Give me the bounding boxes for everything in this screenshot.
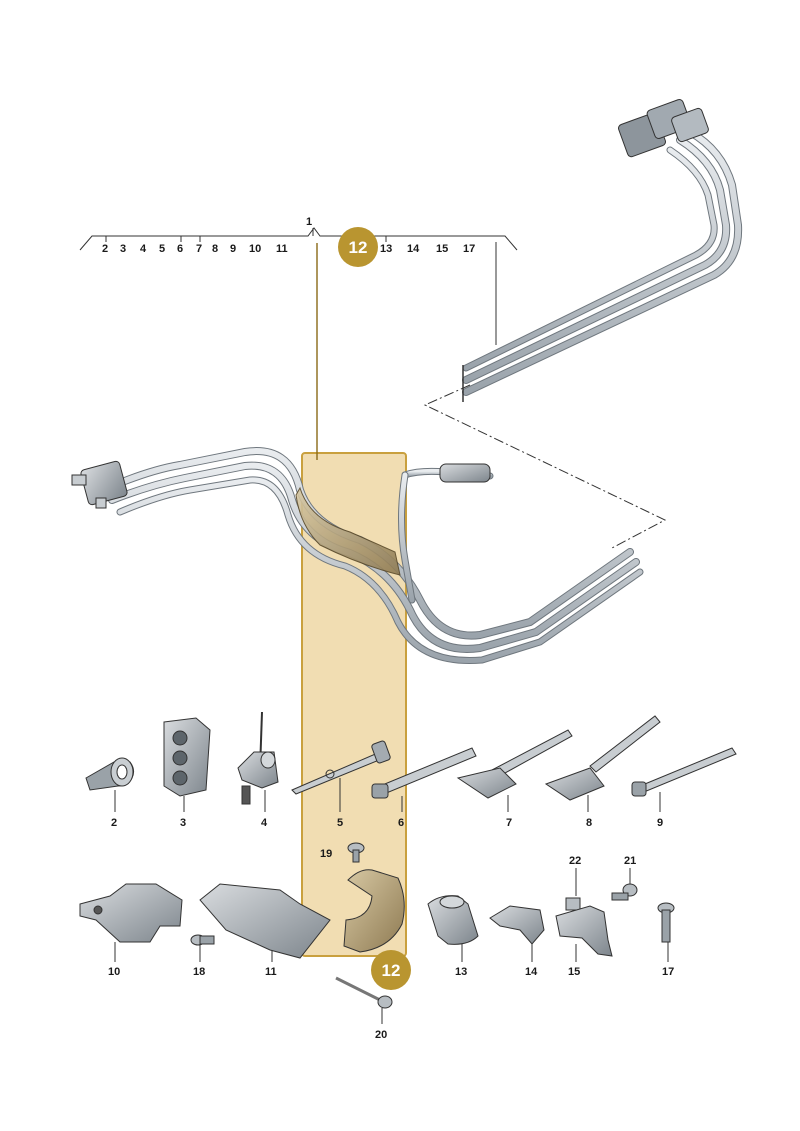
- part-label: 11: [265, 966, 277, 978]
- clamp-with-pin-icon: [237, 711, 279, 805]
- header-number: 7: [196, 243, 202, 255]
- part-label: 17: [662, 966, 674, 978]
- cover-icon: [199, 883, 331, 959]
- header-number: 10: [249, 243, 261, 255]
- svg-text:12: 12: [382, 961, 401, 980]
- bracket-icon: [555, 905, 613, 957]
- long-bolt-icon: [335, 976, 393, 1009]
- bracket-icon: [79, 883, 183, 943]
- clip-nut-icon: [565, 897, 581, 911]
- header-number: 3: [120, 243, 126, 255]
- cable-tie-icon: [371, 747, 477, 799]
- header-number: 5: [159, 243, 165, 255]
- screw-icon: [611, 883, 638, 901]
- header-number: 9: [230, 243, 236, 255]
- header-number: 14: [407, 243, 420, 255]
- pipe-assembly-upper: [462, 99, 743, 402]
- header-number: 13: [380, 243, 392, 255]
- pipe-connector-left: [71, 460, 128, 509]
- part-label: 4: [261, 817, 268, 829]
- part-label: 5: [337, 817, 343, 829]
- header-number: 11: [276, 243, 288, 255]
- part-label: 13: [455, 966, 467, 978]
- pipe-fitting-right: [439, 463, 491, 483]
- part-label: 8: [586, 817, 592, 829]
- highlight-badge-bottom[interactable]: 12: [371, 950, 411, 990]
- part-label: 6: [398, 817, 404, 829]
- part-label: 18: [193, 966, 205, 978]
- guide-icon[interactable]: [343, 869, 405, 953]
- part-label: 22: [569, 855, 581, 867]
- header-number: 15: [436, 243, 448, 255]
- header-number: 4: [140, 243, 147, 255]
- part-label: 21: [624, 855, 636, 867]
- part-label: 20: [375, 1029, 387, 1041]
- part-label: 9: [657, 817, 663, 829]
- header-number: 6: [177, 243, 183, 255]
- bolt-icon: [657, 902, 675, 943]
- part-labels: 2 3 4 5 6 7 8 9 10 11 13 14 15 17 18 19 …: [108, 817, 674, 1041]
- part-label: 7: [506, 817, 512, 829]
- screw-icon: [347, 842, 365, 863]
- part-label: 14: [525, 966, 538, 978]
- pipe-clip-icon: [163, 717, 211, 797]
- reference-dashed-lines: [423, 384, 667, 549]
- cable-tie-icon: [456, 729, 573, 799]
- assembly-number: 1: [306, 216, 312, 228]
- part-label: 2: [111, 817, 117, 829]
- grommet-icon: [427, 895, 479, 945]
- header-bracket: [79, 227, 518, 345]
- tape-roll-icon: [85, 757, 135, 791]
- part-label: 15: [568, 966, 580, 978]
- cable-tie-icon: [544, 715, 661, 801]
- screw-icon: [190, 934, 215, 946]
- part-label: 10: [108, 966, 120, 978]
- svg-text:12: 12: [349, 238, 368, 257]
- cable-tie-icon: [631, 747, 737, 797]
- header-number: 2: [102, 243, 108, 255]
- header-number: 17: [463, 243, 475, 255]
- header-number: 8: [212, 243, 218, 255]
- highlight-region[interactable]: [301, 452, 407, 957]
- header-numbers: 1 2 3 4 5 6 7 8 9 10 11 13 14 15 17: [102, 216, 475, 255]
- cable-tie-icon: [291, 740, 391, 795]
- part-label: 3: [180, 817, 186, 829]
- part-label: 19: [320, 848, 332, 860]
- installed-guide: [295, 486, 401, 576]
- highlight-badge-top[interactable]: 12: [338, 227, 378, 267]
- holder-icon: [489, 905, 545, 945]
